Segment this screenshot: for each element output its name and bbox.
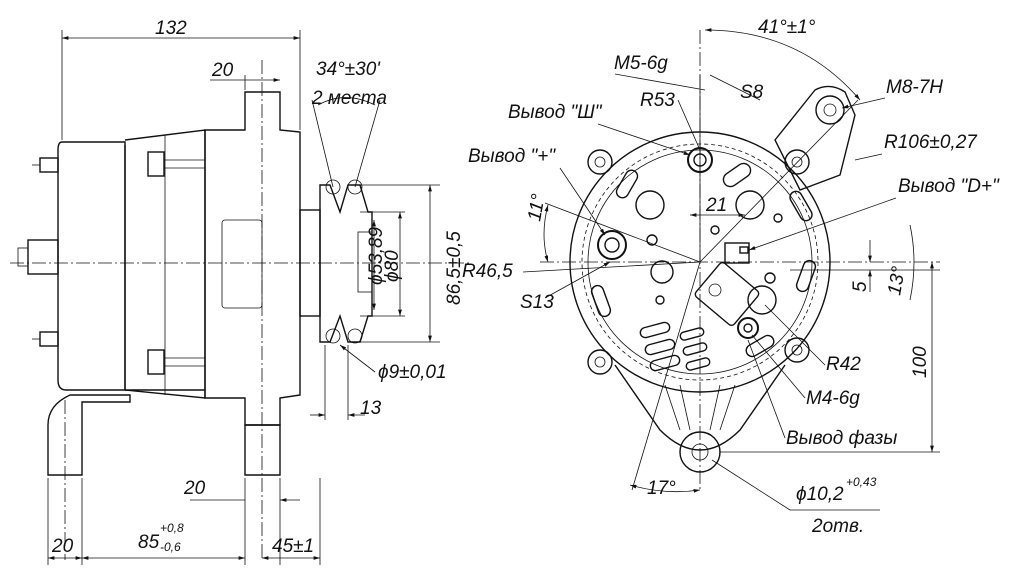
terminal-phase (737, 317, 759, 339)
rear-view: M5-6g S8 R53 Вывод "Ш" Вывод "+" 41°±1° … (462, 17, 1000, 537)
label-angle-17: 17° (647, 478, 676, 499)
dim-d80: ϕ80 (382, 250, 403, 282)
label-r46: R46,5 (462, 261, 513, 282)
label-s13: S13 (520, 292, 554, 313)
label-100: 100 (910, 346, 931, 378)
label-angle-11: 11° (524, 192, 549, 223)
dim-86: 86,5±0,5 (444, 231, 465, 305)
through-bolts (147, 151, 205, 375)
label-vyvod-d: Вывод "D+" (898, 176, 1000, 197)
label-hole-tol: +0,43 (846, 475, 877, 489)
label-r42: R42 (826, 354, 861, 375)
label-vyvod-plus: Вывод "+" (468, 146, 556, 167)
dim-85: 85 (138, 532, 160, 553)
housing-window (221, 219, 263, 309)
groove-circle (325, 328, 341, 344)
dim-angle-34: 34°±30' (316, 59, 381, 80)
pulley (319, 184, 373, 343)
terminal-plus (597, 230, 627, 260)
dim-bottom-20: 20 (183, 478, 206, 499)
rear-internal-features (590, 162, 817, 372)
groove-circle (347, 179, 363, 195)
dim-base-20: 20 (51, 536, 74, 557)
dim-13: 13 (360, 398, 382, 419)
label-angle-13: 13° (884, 265, 910, 297)
front-mount-foot (244, 424, 281, 476)
label-m5: M5-6g (614, 53, 668, 74)
label-angle-41: 41°±1° (758, 17, 816, 38)
label-hole-count: 2отв. (811, 516, 864, 537)
dim-top-20: 20 (211, 60, 234, 81)
label-5: 5 (850, 281, 871, 292)
label-m4: M4-6g (806, 388, 860, 409)
side-view: 132 20 34°±30' 2 места ϕ53,89 ϕ80 86,5±0… (10, 18, 470, 565)
dim-85-upper: +0,8 (160, 521, 184, 535)
corner-bosses (587, 149, 810, 375)
groove-circle (347, 328, 363, 344)
top-mount-ear (774, 85, 856, 191)
dim-angle-note: 2 места (311, 88, 387, 109)
ear-hole (815, 95, 845, 125)
pulley-nut (357, 231, 373, 293)
dim-d53: ϕ53,89 (366, 226, 387, 285)
dim-45: 45±1 (272, 536, 314, 557)
label-r106: R106±0,27 (884, 132, 978, 153)
rear-housing (57, 141, 126, 391)
front-housing (204, 91, 301, 426)
bottom-mount-ribs (664, 384, 736, 431)
groove-circle (325, 179, 341, 195)
label-hole: ϕ10,2 (796, 484, 844, 505)
label-s8: S8 (740, 82, 764, 103)
rear-mount-foot (47, 394, 131, 476)
rear-terminal-bolts (17, 157, 59, 347)
label-m8: M8-7H (886, 77, 943, 98)
dim-85-lower: -0,6 (160, 540, 181, 554)
dim-132: 132 (155, 18, 187, 39)
label-vyvod-sh: Вывод "Ш" (508, 102, 603, 123)
label-vyvod-faz: Вывод фазы (786, 428, 897, 449)
dim-d9: ϕ9±0,01 (378, 362, 447, 383)
label-21: 21 (705, 195, 727, 216)
bottom-mount-ear (614, 364, 786, 451)
label-r53: R53 (640, 90, 675, 111)
